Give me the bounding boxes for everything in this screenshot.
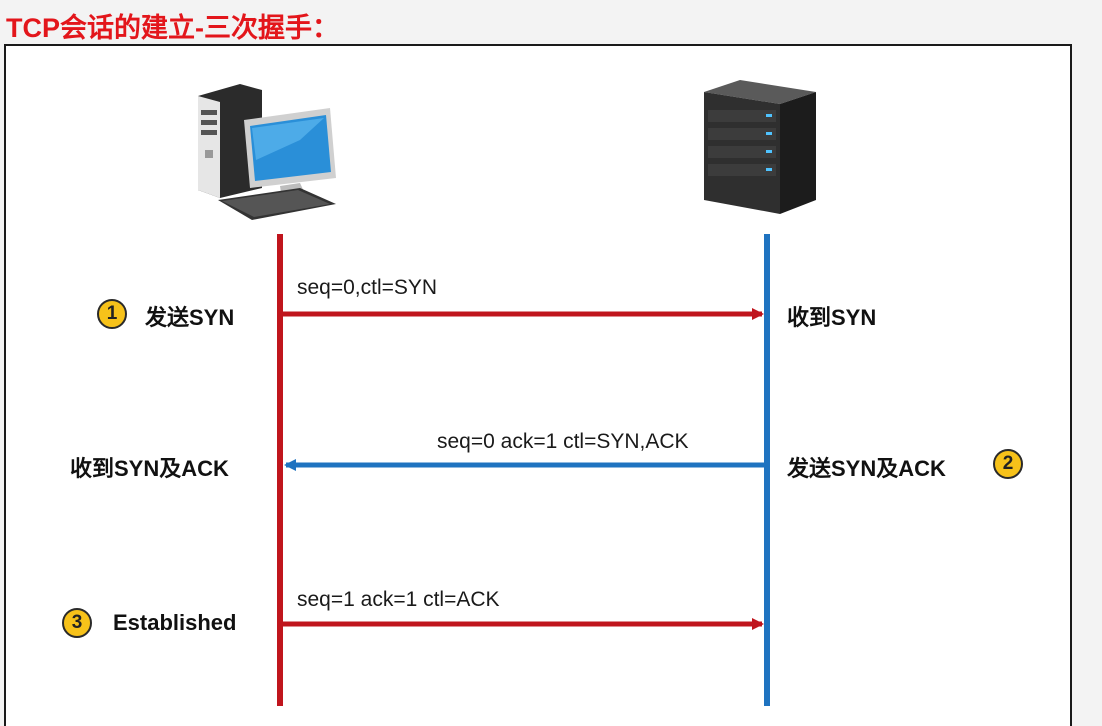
server-tower-icon [704, 80, 816, 214]
step-2-badge: 2 [993, 449, 1023, 479]
step-3-badge: 3 [62, 608, 92, 638]
step-1-message: seq=0,ctl=SYN [297, 276, 438, 299]
step-2-client-label: 收到SYN及ACK [70, 456, 229, 481]
step-3-message: seq=1 ack=1 ctl=ACK [297, 588, 500, 611]
step-3-client-label: Established [113, 610, 237, 635]
step-1-badge: 1 [97, 299, 127, 329]
desktop-computer-icon [198, 84, 336, 220]
step-2-server-label: 发送SYN及ACK [787, 456, 946, 481]
diagram-frame [4, 44, 1072, 726]
step-1-client-label: 发送SYN [145, 305, 235, 330]
step-2-message: seq=0 ack=1 ctl=SYN,ACK [437, 430, 689, 453]
step-1-server-label: 收到SYN [787, 305, 877, 330]
slide-title: TCP会话的建立-三次握手： [6, 13, 339, 43]
